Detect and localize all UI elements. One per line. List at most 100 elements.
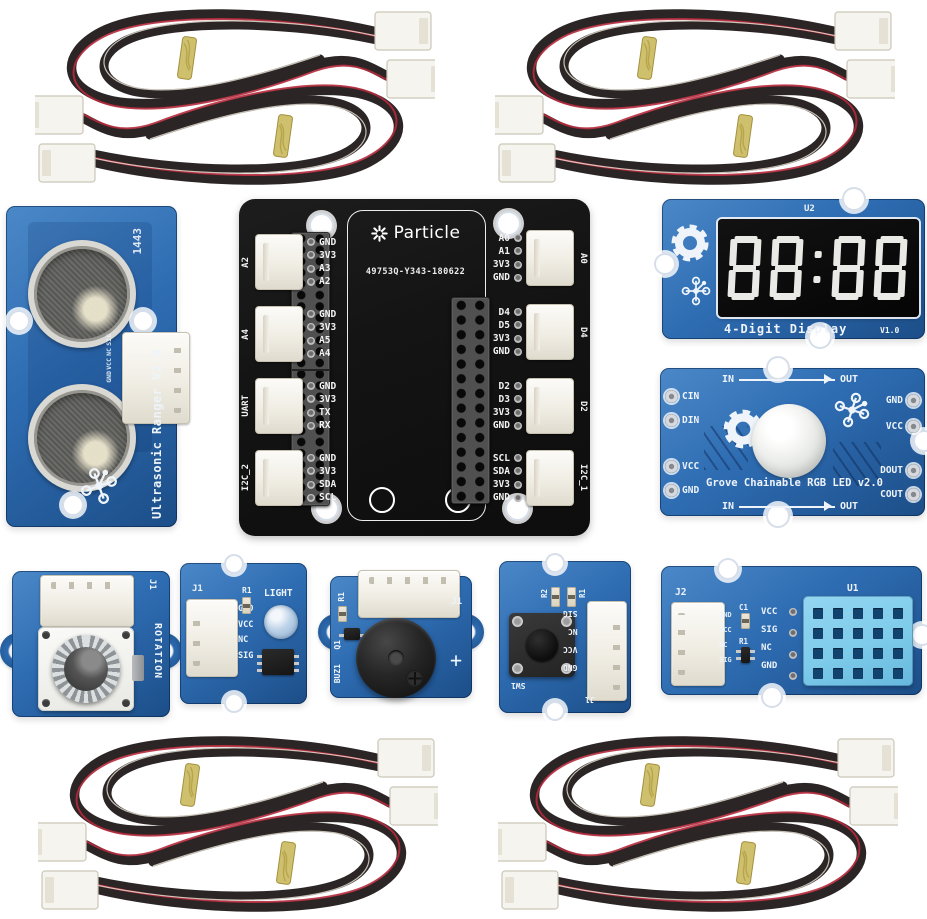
pin-labels: D2 D3 3V3 GND [492,381,510,431]
port-name: I2C_1 [578,464,588,492]
header-socket-right [451,297,490,504]
rotation-knob[interactable] [52,635,120,703]
mounting-hole [224,554,244,574]
button-module: R2 R1 SW1 SIG NC VCC GND J1 [499,553,631,721]
board-version: V1.0 [880,326,900,335]
rgb-led-dome [752,404,826,478]
signal-flow-bottom: IN OUT [722,501,858,512]
grove-cable-pair-top-left [35,2,435,192]
light-sensor-module: J1 GND VCC NC SIG R1 LIGHT [180,554,307,713]
sensor-pad-labels: VCC SIG NC GND [761,607,778,671]
transistor-label: Q1 [333,640,342,650]
resistor-label: R1 [739,637,749,646]
switch-label: SW1 [511,681,526,690]
pin-labels: D4 D5 3V3 GND [492,307,510,357]
pad-cout: COUT [880,488,920,501]
board-label: LIGHT [264,588,293,599]
dht11-sensor [803,596,913,686]
resistor [551,587,560,607]
mounting-hole [761,686,783,708]
resistor [338,606,347,622]
shield-port-i2c2: I2C_2 GND 3V3 SDA SCL [241,449,337,507]
ultrasonic-transducer-bottom [28,384,136,492]
temp-humidity-module: J2 GND VCC NC SIG C1 R1 VCC SIG NC GND U… [661,558,927,708]
pad-din: DIN [665,414,699,427]
solder-pad [907,488,920,501]
signal-flow-top: IN OUT [722,374,858,385]
seven-segment-digit [727,236,762,300]
pin-labels: A0 A1 3V3 GND [492,233,510,283]
component-ref: J1 [147,579,157,590]
grove-connector [255,450,303,506]
seven-segment-display: 88:88 [718,219,919,317]
resistor-label: R2 [540,589,549,599]
seven-segment-digit [769,236,804,300]
particle-star-icon [371,225,388,242]
pin-labels: SIG NC VCC GND [563,609,578,672]
edge-notch [766,356,790,380]
grove-connector [122,332,190,424]
rotation-sensor-module: J1 ROTATION [0,557,182,727]
buzzer-board: R1 Q1 BUZ1 J1 + [330,570,472,698]
seven-segment-digit [831,236,866,300]
shield-port-a4: A4 GND 3V3 A5 A4 [241,305,337,363]
resistor [242,597,251,614]
piezo-buzzer [356,618,436,698]
board-label: ROTATION [152,623,163,680]
pcb-traces [833,442,881,486]
edge-notch [913,430,927,452]
grove-cable-pair-bottom-right [498,729,898,919]
pin-labels: GND 3V3 A3 A2 [319,237,337,287]
pad-gnd-right: GND [886,394,920,407]
solder-pad [665,460,678,473]
pin-pads [307,238,315,286]
pin-pads [307,454,315,502]
light-sensor-photodiode [264,605,298,639]
grove-connector [671,602,725,686]
mounting-hole [808,325,832,349]
button-plunger[interactable] [526,629,558,661]
pad-gnd: GND [665,484,699,497]
mounting-hole [62,494,84,516]
capacitor [741,613,750,629]
pin-labels: GND 3V3 A5 A4 [319,309,337,359]
port-name: A4 [241,328,251,340]
mounting-hole [496,211,521,236]
pin-labels: GND 3V3 SDA SCL [319,453,337,503]
tactile-switch[interactable] [509,613,575,677]
port-name: UART [241,395,251,417]
resistor-label: R1 [337,592,346,602]
digit-row [727,236,908,300]
ultrasonic-pin-labels: SIG NC VCC GND [105,334,113,384]
solder-pad [665,414,678,427]
colon-separator [811,236,823,300]
particle-grove-shield-board: Particle 49753Q-Y343-180622 A2 GND 3V3 A… [239,199,590,536]
buzzer-module: R1 Q1 BUZ1 J1 + [318,562,484,712]
screw-mark [406,670,423,687]
port-name: A0 [578,252,588,264]
transistor [339,628,365,640]
solder-pad [907,464,920,477]
grove-connector [526,230,574,286]
pad-dout: DOUT [880,464,920,477]
pin-pads [514,382,522,430]
grove-connector [526,304,574,360]
mounting-hole [654,253,676,275]
mounting-hole [842,187,866,211]
sensor-pads [789,608,797,680]
board-label: Grove Chainable RGB LED v2.0 [706,477,884,489]
grove-connector [255,234,303,290]
mounting-hole [545,701,565,721]
component-ref: U2 [804,204,815,214]
sensor-ref: U1 [847,583,859,594]
pin-pads [307,310,315,358]
date-code: 1443 [131,228,144,255]
component-ref: J2 [675,587,687,598]
ultrasonic-ranger-board: 1443 SIG NC VCC GND Ultrasonic Ranger V2… [6,206,190,527]
shield-port-a0: A0 A0 A1 3V3 GND [492,229,588,287]
grove-connector [526,450,574,506]
part-number: 49753Q-Y343-180622 [365,267,466,277]
mounting-hole [545,553,565,573]
grove-molecule-icon [827,385,877,435]
component-ref: J1 [451,597,462,607]
